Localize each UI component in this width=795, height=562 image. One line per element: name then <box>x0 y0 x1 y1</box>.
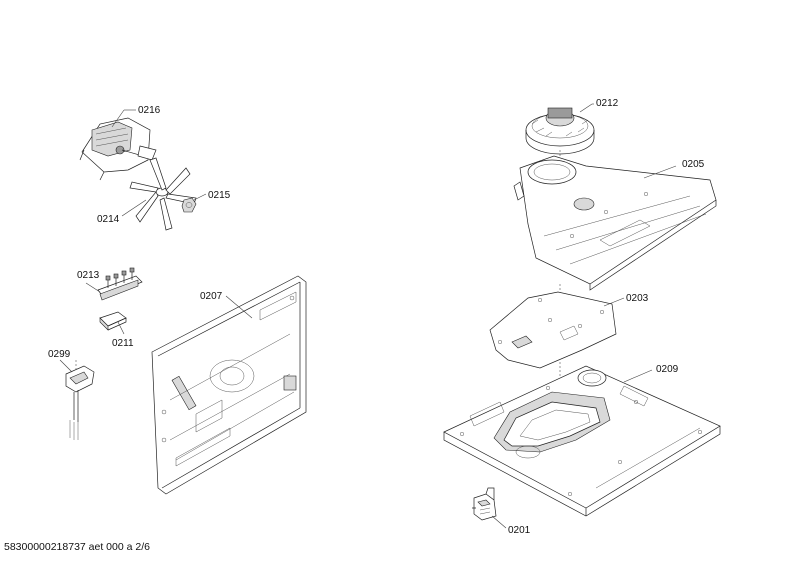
label-0201: 0201 <box>508 525 531 536</box>
mains-cable-0299 <box>59 359 95 440</box>
duct-cover-0205 <box>513 155 717 291</box>
fan-wheel-0214 <box>121 157 197 231</box>
back-panel-0207 <box>151 275 307 495</box>
connector-0211 <box>99 311 127 335</box>
label-0209: 0209 <box>656 364 679 375</box>
label-0211: 0211 <box>112 338 134 349</box>
base-plate-0209 <box>443 365 721 517</box>
label-0203: 0203 <box>626 293 649 304</box>
cooling-fan-0212 <box>525 103 595 155</box>
fan-motor-0216 <box>79 109 157 181</box>
label-0207: 0207 <box>200 291 223 302</box>
insulation-plate-0203 <box>489 291 625 369</box>
label-0212: 0212 <box>596 98 619 109</box>
bracket-0201 <box>472 487 507 529</box>
label-0299: 0299 <box>48 349 71 360</box>
label-0205: 0205 <box>682 159 705 170</box>
drawing-reference-code: 58300000218737 aet 000 a 2/6 <box>4 541 150 553</box>
label-0216: 0216 <box>138 105 161 116</box>
label-0213: 0213 <box>77 270 100 281</box>
label-0215: 0215 <box>208 190 231 201</box>
terminal-block-0213 <box>85 267 143 301</box>
label-0214: 0214 <box>97 214 120 225</box>
nut-0215 <box>181 193 207 213</box>
